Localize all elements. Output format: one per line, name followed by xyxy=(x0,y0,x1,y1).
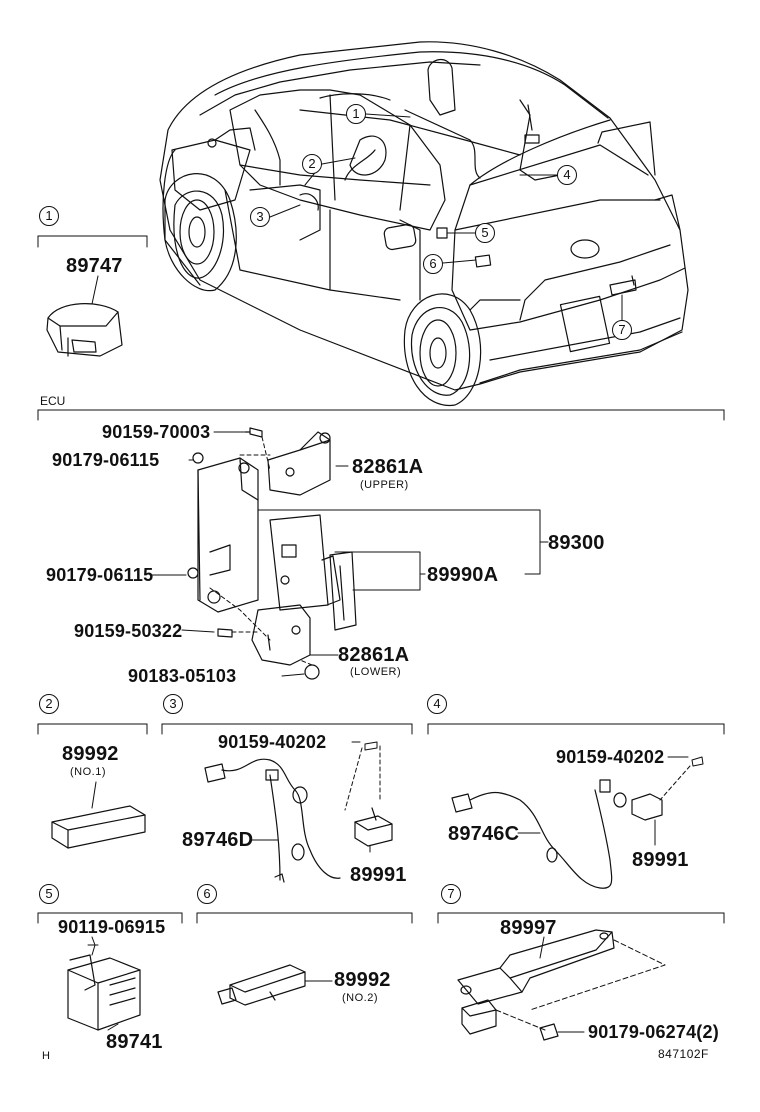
section-3-bracket xyxy=(161,723,413,735)
section-4-marker: 4 xyxy=(427,694,447,714)
part-label-89991-sec3: 89991 xyxy=(350,864,407,886)
ecu-leader-lines xyxy=(151,431,549,677)
part-label-90119-06915: 90119-06915 xyxy=(58,917,166,937)
section-2-bracket xyxy=(37,723,148,809)
part-label-90179-06274: 90179-06274(2) xyxy=(588,1022,719,1042)
callout-1: 1 xyxy=(346,104,366,124)
part-label-89746d: 89746D xyxy=(182,829,254,851)
section-1-marker: 1 xyxy=(39,206,59,226)
drawing-number: 847102F xyxy=(658,1047,709,1061)
section-3-leaders xyxy=(249,741,381,853)
section-7-marker: 7 xyxy=(441,884,461,904)
part-label-89990a: 89990A xyxy=(427,564,499,586)
part-label-90159-40202-sec4: 90159-40202 xyxy=(556,747,665,767)
part-note-lower: (LOWER) xyxy=(350,666,402,678)
ecu-section-bracket xyxy=(37,409,725,421)
section-1-bracket xyxy=(37,235,148,305)
part-label-90179-06115-lower: 90179-06115 xyxy=(46,565,154,585)
part-89992-no1-shape xyxy=(51,805,146,849)
callout-2: 2 xyxy=(302,154,322,174)
part-label-90159-40202-sec3: 90159-40202 xyxy=(218,732,327,752)
callout-6: 6 xyxy=(423,254,443,274)
section-7-leaders xyxy=(495,936,666,1033)
section-7-bracket xyxy=(437,912,725,924)
part-label-89997: 89997 xyxy=(500,917,557,939)
car-illustration xyxy=(159,41,689,406)
section-5-bracket xyxy=(37,912,183,924)
callout-3: 3 xyxy=(250,207,270,227)
ecu-assembly-shape xyxy=(187,427,357,680)
part-label-90159-50322: 90159-50322 xyxy=(74,621,183,641)
section-6-bracket xyxy=(196,912,413,924)
part-label-89991-sec4: 89991 xyxy=(632,849,689,871)
part-note-no2: (NO.2) xyxy=(342,992,378,1004)
part-label-82861a-upper: 82861A xyxy=(352,456,424,478)
part-note-upper: (UPPER) xyxy=(360,479,409,491)
part-label-89992-no2: 89992 xyxy=(334,969,391,991)
section-3-marker: 3 xyxy=(163,694,183,714)
section-4-leaders xyxy=(517,756,704,846)
part-label-89747: 89747 xyxy=(66,255,123,277)
part-label-89746c: 89746C xyxy=(448,823,520,845)
part-89747-shape xyxy=(46,303,123,357)
section-4-parts-shape xyxy=(451,779,663,889)
section-5-marker: 5 xyxy=(39,884,59,904)
section-5-leaders xyxy=(87,936,119,1031)
part-label-89741: 89741 xyxy=(106,1031,163,1053)
part-89997-shape xyxy=(457,929,615,1041)
part-note-no1: (NO.1) xyxy=(70,766,106,778)
part-label-90179-06115-upper: 90179-06115 xyxy=(52,450,160,470)
part-label-89992-no1: 89992 xyxy=(62,743,119,765)
section-6-marker: 6 xyxy=(197,884,217,904)
part-label-90159-70003: 90159-70003 xyxy=(102,422,211,442)
callout-5: 5 xyxy=(475,223,495,243)
part-label-89300: 89300 xyxy=(548,532,605,554)
part-89741-shape xyxy=(67,954,141,1031)
section-4-bracket xyxy=(427,723,725,735)
car-callout-leaders xyxy=(269,113,623,321)
part-label-90183-05103: 90183-05103 xyxy=(128,666,237,686)
corner-mark: H xyxy=(42,1050,51,1062)
part-label-82861a-lower: 82861A xyxy=(338,644,410,666)
callout-4: 4 xyxy=(557,165,577,185)
callout-7: 7 xyxy=(612,320,632,340)
section-label-ecu: ECU xyxy=(40,394,66,408)
section-3-parts-shape xyxy=(204,758,393,883)
section-2-marker: 2 xyxy=(39,694,59,714)
part-89992-no2-shape xyxy=(217,964,306,1006)
